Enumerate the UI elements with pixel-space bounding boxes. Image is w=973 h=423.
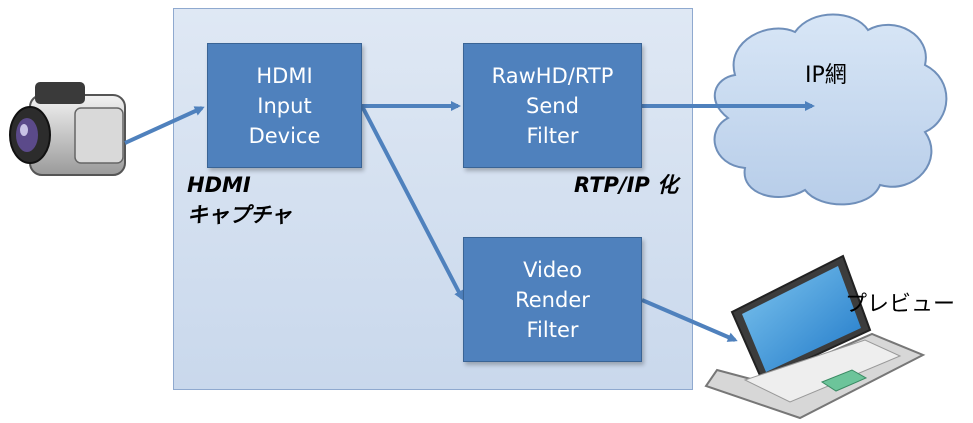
video-box-line3: Filter xyxy=(526,317,579,342)
capture-label-line1: HDMI xyxy=(187,173,251,197)
arrow-video-to-laptop xyxy=(641,298,738,342)
arrow-hdmi-to-video xyxy=(360,105,464,301)
hdmi-box-line2: Input xyxy=(257,93,312,118)
hdmi-box-line1: HDMI xyxy=(256,63,313,88)
cloud-icon xyxy=(713,13,948,206)
camcorder-icon xyxy=(9,82,126,176)
arrow-camera-to-hdmi xyxy=(124,106,205,145)
hdmi-input-device-box: HDMI Input Device xyxy=(207,43,362,168)
video-render-filter-box: Video Render Filter xyxy=(463,237,642,362)
ip-network-label: IP網 xyxy=(805,63,847,88)
video-box-line1: Video xyxy=(523,257,582,282)
flow-arrows xyxy=(124,101,815,342)
capture-label-line2: キャプチャ xyxy=(187,203,292,227)
rtp-send-filter-box: RawHD/RTP Send Filter xyxy=(463,43,642,168)
preview-label: プレビュー xyxy=(845,292,956,317)
send-box-line3: Filter xyxy=(526,123,579,148)
send-box-line2: Send xyxy=(526,93,579,118)
hdmi-box-line3: Device xyxy=(248,123,321,148)
laptop-icon xyxy=(704,254,926,420)
rtp-ip-label: RTP/IP 化 xyxy=(574,173,679,197)
video-box-line2: Render xyxy=(515,287,590,312)
send-box-line1: RawHD/RTP xyxy=(491,63,614,88)
